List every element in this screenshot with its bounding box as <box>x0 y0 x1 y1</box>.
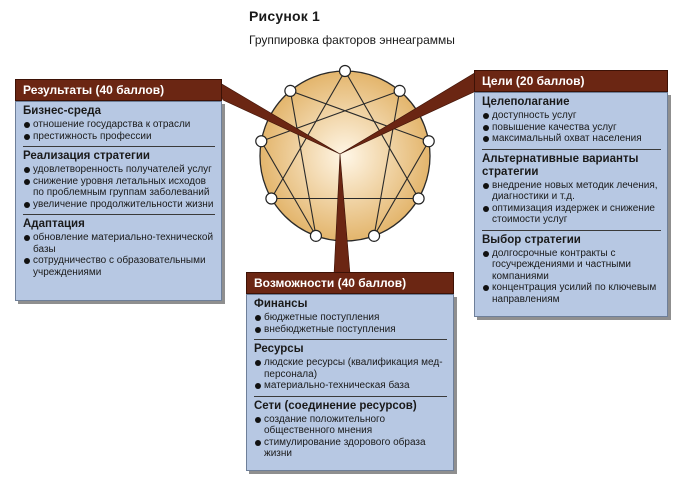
enneagram-node <box>338 64 352 78</box>
list-item: удовлетворенность получателей услуг <box>23 164 215 176</box>
opportunities-box: Финансы бюджетные поступления внебюджетн… <box>246 294 454 471</box>
section-title: Бизнес-среда <box>23 105 101 117</box>
results-section-business-environment: Бизнес-среда отношение государства к отр… <box>23 105 215 146</box>
list-item: создание положительного общественного мн… <box>254 414 447 437</box>
goals-section-alternatives: Альтернативные варианты стратегии внедре… <box>482 148 661 230</box>
section-title: Реализация стратегии <box>23 150 150 162</box>
list-item: сотрудничество с образовательными учрежд… <box>23 255 215 278</box>
opportunities-section-finance: Финансы бюджетные поступления внебюджетн… <box>254 298 447 339</box>
enneagram-node <box>309 229 323 242</box>
section-title: Адаптация <box>23 218 85 230</box>
list-item: оптимизация издержек и снижение стоимост… <box>482 203 661 226</box>
list-item: повышение качества услуг <box>482 122 661 134</box>
list-item: престижность профессии <box>23 131 215 143</box>
results-section-adaptation: Адаптация обновление материально-техниче… <box>23 214 215 282</box>
section-title: Ресурсы <box>254 343 304 355</box>
figure-title: Рисунок 1 <box>249 8 321 24</box>
list-item: снижение уровня летальных исходов по про… <box>23 176 215 199</box>
list-item: бюджетные поступления <box>254 312 447 324</box>
list-item: отношение государства к отрасли <box>23 119 215 131</box>
goals-header: Цели (20 баллов) <box>474 70 668 92</box>
section-title: Альтернативные варианты стратегии <box>482 152 639 178</box>
list-item: внебюджетные поступления <box>254 324 447 336</box>
enneagram-node <box>422 135 435 148</box>
opportunities-header: Возможности (40 баллов) <box>246 272 454 294</box>
section-title: Выбор стратегии <box>482 233 581 246</box>
enneagram-node <box>367 229 381 242</box>
enneagram-node <box>265 192 278 205</box>
enneagram-node <box>255 135 268 148</box>
list-item: стимулирование здорового образа жизни <box>254 437 447 460</box>
pointer-wedges <box>214 70 479 275</box>
list-item: концентрация усилий по ключевым направле… <box>482 282 661 305</box>
results-header: Результаты (40 баллов) <box>15 79 222 101</box>
goals-section-goal-setting: Целеполагание доступность услуг повышени… <box>482 96 661 149</box>
list-item: долгосрочные контракты с госучреждениями… <box>482 248 661 283</box>
list-item: людские ресурсы (квалификация мед-персон… <box>254 357 447 380</box>
section-title: Целеполагание <box>482 96 570 108</box>
opportunities-section-networks: Сети (соединение ресурсов) создание поло… <box>254 395 447 464</box>
results-box: Бизнес-среда отношение государства к отр… <box>15 101 222 301</box>
list-item: увеличение продолжительности жизни <box>23 199 215 211</box>
list-item: внедрение новых методик лечения, диагнос… <box>482 180 661 203</box>
section-title: Финансы <box>254 298 308 310</box>
goals-box: Целеполагание доступность услуг повышени… <box>474 92 668 317</box>
list-item: материально-техническая база <box>254 380 447 392</box>
enneagram-node <box>412 192 425 205</box>
list-item: максимальный охват населения <box>482 133 661 145</box>
section-title: Сети (соединение ресурсов) <box>254 399 417 412</box>
enneagram-nodes <box>255 64 435 242</box>
enneagram-node <box>284 84 297 97</box>
list-item: обновление материально-технической базы <box>23 232 215 255</box>
goals-section-strategy-choice: Выбор стратегии долгосрочные контракты с… <box>482 229 661 310</box>
results-section-strategy-implementation: Реализация стратегии удовлетворенность п… <box>23 146 215 214</box>
enneagram-node <box>393 84 406 97</box>
figure-subtitle: Группировка факторов эннеаграммы <box>249 33 455 47</box>
opportunities-section-resources: Ресурсы людские ресурсы (квалификация ме… <box>254 339 447 396</box>
list-item: доступность услуг <box>482 110 661 122</box>
